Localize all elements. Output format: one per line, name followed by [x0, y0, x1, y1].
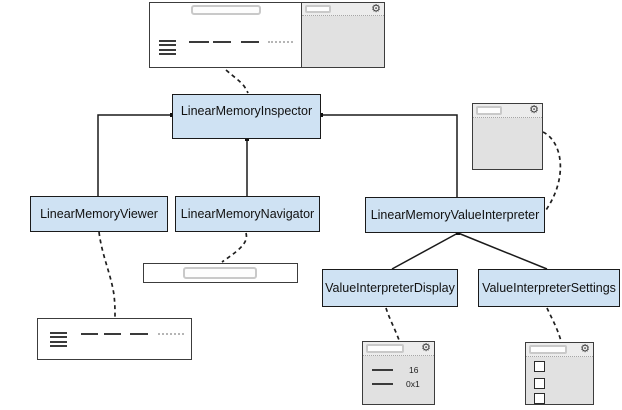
- node-label: ValueInterpreterDisplay: [325, 281, 455, 295]
- byte-dash: [213, 41, 231, 43]
- dashed-display-to-display-mockup: [385, 307, 400, 341]
- side-pane-header: ⚙: [302, 3, 384, 16]
- value-row: 0x1: [372, 379, 420, 389]
- checkbox-icon: [534, 378, 545, 389]
- window-header: ⚙: [526, 343, 593, 357]
- byte-dash: [104, 333, 121, 335]
- memory-rows-mockup: [37, 318, 192, 360]
- address-input-mockup: [183, 267, 257, 279]
- dashed-settings-to-settings-mockup: [546, 307, 562, 342]
- window-header: ⚙: [473, 104, 542, 118]
- interpreter-side-pane: ⚙: [301, 3, 384, 67]
- settings-window-mockup: ⚙: [525, 342, 594, 405]
- gear-icon: ⚙: [580, 343, 590, 355]
- mini-input-mockup: [529, 345, 567, 354]
- connector-inspector-viewer: [97, 114, 172, 196]
- node-linear-memory-navigator: LinearMemoryNavigator: [175, 196, 320, 232]
- dashed-viewer-to-rows-mockup: [98, 231, 116, 318]
- interpreter-window-mockup: ⚙: [472, 103, 543, 170]
- mini-input-mockup: [366, 344, 404, 353]
- connector-port: [456, 231, 460, 235]
- node-linear-memory-value-interpreter: LinearMemoryValueInterpreter: [365, 197, 545, 233]
- hamburger-lines-icon: [159, 40, 176, 55]
- display-window-mockup: ⚙ 16 0x1: [362, 341, 435, 405]
- node-label: LinearMemoryInspector: [180, 103, 313, 118]
- mini-input-mockup: [476, 106, 502, 115]
- gear-icon: ⚙: [421, 342, 431, 354]
- node-linear-memory-inspector: LinearMemoryInspector: [172, 94, 321, 139]
- value-rule: [372, 369, 393, 371]
- inspector-window-mockup: ⚙: [149, 2, 385, 68]
- connector-port: [245, 137, 249, 141]
- value-rule: [372, 383, 393, 385]
- address-toolbar-mockup: [143, 263, 298, 283]
- ascii-dots: [268, 41, 293, 43]
- node-label: LinearMemoryViewer: [40, 207, 158, 221]
- byte-dash: [130, 333, 148, 335]
- connector-interpreter-settings: [457, 232, 548, 270]
- byte-dash: [81, 333, 98, 335]
- node-label: LinearMemoryNavigator: [180, 207, 315, 221]
- node-label: ValueInterpreterSettings: [482, 281, 616, 295]
- checkbox-icon: [534, 393, 545, 404]
- gear-icon: ⚙: [529, 104, 539, 116]
- connector-port: [319, 113, 323, 117]
- node-linear-memory-viewer: LinearMemoryViewer: [30, 196, 168, 232]
- value-text: 16: [409, 365, 419, 375]
- node-label: LinearMemoryValueInterpreter: [370, 208, 540, 222]
- address-input-mockup: [191, 5, 261, 15]
- connector-inspector-interpreter: [321, 114, 458, 197]
- dashed-main-mockup-to-inspector: [225, 69, 249, 94]
- window-header: ⚙: [363, 342, 434, 356]
- node-value-interpreter-settings: ValueInterpreterSettings: [478, 269, 620, 307]
- gear-icon: ⚙: [371, 2, 381, 15]
- memory-pane: [150, 3, 302, 67]
- connector-interpreter-display: [391, 232, 459, 270]
- value-text: 0x1: [406, 379, 420, 389]
- checkbox-icon: [534, 361, 545, 372]
- node-value-interpreter-display: ValueInterpreterDisplay: [322, 269, 458, 307]
- byte-dash: [241, 41, 259, 43]
- dashed-interpreter-mockup-to-interpreter: [542, 131, 562, 211]
- byte-dash: [189, 41, 209, 43]
- mini-input-mockup: [305, 5, 331, 13]
- ascii-dots: [158, 333, 184, 335]
- hamburger-lines-icon: [50, 332, 67, 347]
- value-row: 16: [372, 365, 418, 375]
- dashed-navigator-to-toolbar-mockup: [221, 232, 248, 263]
